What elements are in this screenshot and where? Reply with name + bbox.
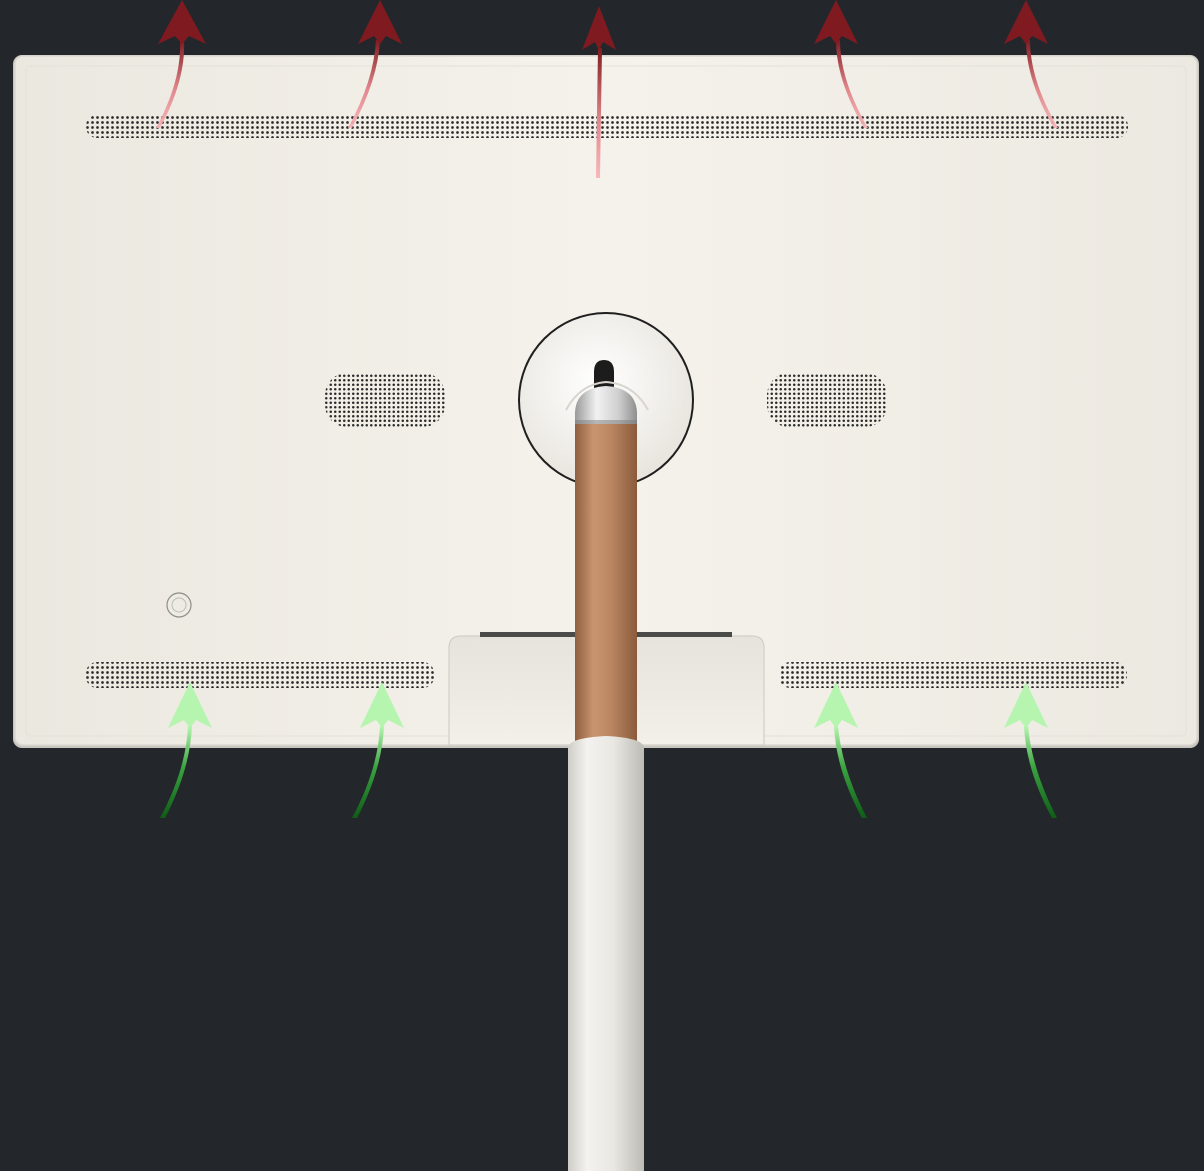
- intake-arrow: [160, 682, 212, 818]
- stand-neck: [575, 386, 637, 744]
- exhaust-arrow: [156, 0, 206, 128]
- exhaust-arrow: [582, 6, 616, 178]
- exhaust-arrow: [814, 0, 868, 128]
- intake-arrow: [814, 682, 867, 818]
- intake-arrow: [1004, 682, 1057, 818]
- left-speaker-grille: [325, 373, 445, 427]
- bottom-right-vent-grille: [779, 662, 1127, 688]
- exhaust-arrow: [1004, 0, 1058, 128]
- exhaust-arrow: [348, 0, 402, 128]
- bottom-left-vent-grille: [86, 662, 434, 688]
- intake-airflow-arrows: [160, 682, 1057, 818]
- power-button[interactable]: [166, 592, 192, 618]
- stand-pole: [568, 736, 644, 1171]
- top-vent-grille: [86, 115, 1128, 138]
- exhaust-airflow-arrows: [156, 0, 1058, 178]
- intake-arrow: [352, 682, 404, 818]
- right-speaker-grille: [767, 373, 887, 427]
